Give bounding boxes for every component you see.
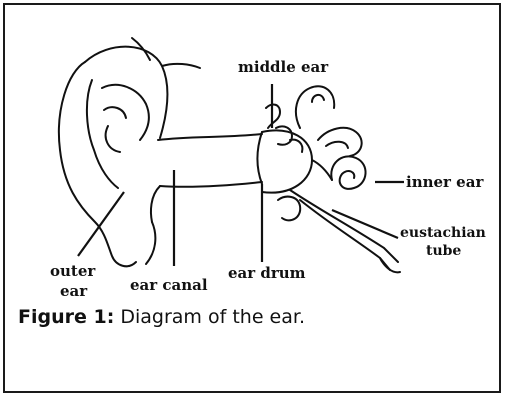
figure-number: Figure 1: bbox=[18, 306, 114, 328]
eustachian-label-line1: eustachian bbox=[400, 225, 486, 241]
ear-drum-label: ear drum bbox=[228, 264, 306, 282]
outer-ear-leader bbox=[78, 192, 124, 256]
eustachian-leader bbox=[332, 210, 398, 238]
middle-ear-label: middle ear bbox=[238, 58, 329, 76]
outer-ear-label-line2: ear bbox=[60, 282, 88, 300]
inner-ear-label: inner ear bbox=[406, 173, 484, 191]
outer-ear-label-line1: outer bbox=[50, 262, 96, 280]
outer-ear-drawing bbox=[59, 38, 262, 266]
eustachian-label-line2: tube bbox=[426, 243, 461, 259]
figure-caption: Figure 1: Diagram of the ear. bbox=[18, 306, 305, 328]
inner-ear-drawing bbox=[296, 86, 366, 189]
figure-caption-text: Diagram of the ear. bbox=[120, 306, 305, 328]
ear-canal-label: ear canal bbox=[130, 276, 208, 294]
